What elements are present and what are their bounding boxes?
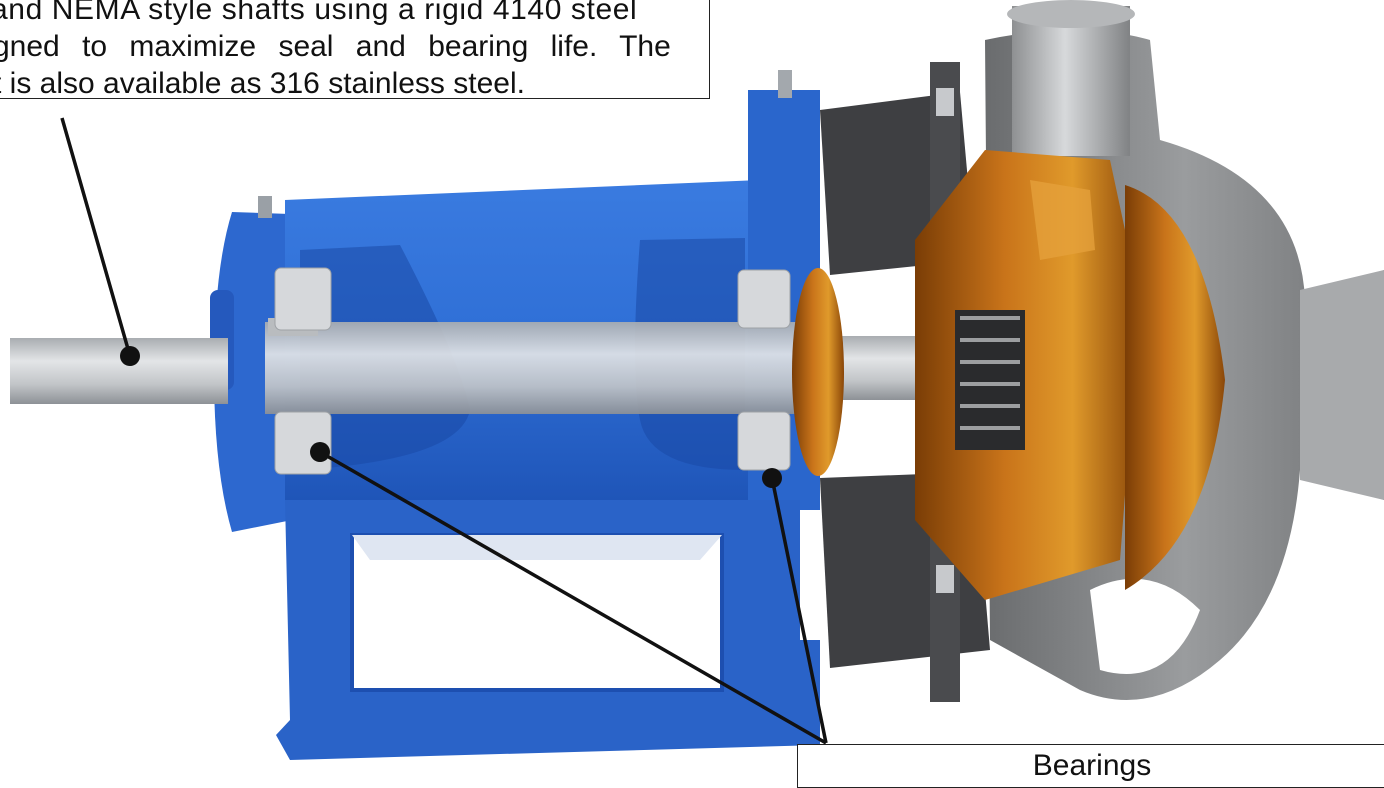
rear-flange bbox=[214, 212, 292, 532]
impeller-shroud bbox=[1125, 185, 1225, 590]
impeller bbox=[915, 150, 1225, 600]
bearing-leader-line-front bbox=[770, 477, 828, 744]
shaft-marker bbox=[120, 346, 140, 366]
grease-fitting-rear bbox=[258, 196, 272, 218]
bearing-front-lower bbox=[737, 411, 791, 471]
bearing-leader-line-rear bbox=[319, 450, 827, 745]
grease-fitting-front bbox=[778, 70, 792, 98]
foot-window bbox=[350, 533, 724, 692]
discharge-pipe bbox=[1012, 6, 1130, 156]
shaft-description-line-3: t is also available as 316 stainless ste… bbox=[0, 67, 525, 99]
shaft-drive-end bbox=[10, 338, 228, 404]
suction-inlet bbox=[1300, 270, 1384, 500]
shaft-description-line-2: gned to maximize seal and bearing life. … bbox=[0, 30, 671, 63]
shaft-description-callout: and NEMA style shafts using a rigid 4140… bbox=[0, 0, 710, 99]
bearings-label: Bearings bbox=[1032, 749, 1152, 782]
bearings-callout: Bearings bbox=[797, 744, 1384, 788]
shaft-leader-line bbox=[60, 117, 132, 357]
bearing-marker-front bbox=[762, 468, 782, 488]
bolt-upper bbox=[936, 88, 954, 116]
bolt-lower bbox=[936, 565, 954, 593]
shaft-description-line-1: and NEMA style shafts using a rigid 4140… bbox=[0, 0, 638, 26]
shaft-body bbox=[265, 322, 825, 414]
bearing-front-upper bbox=[737, 269, 791, 329]
bearing-marker-rear bbox=[310, 442, 330, 462]
seal-collar bbox=[792, 268, 844, 476]
leader-lines bbox=[60, 117, 828, 745]
bearing-rear-upper bbox=[274, 267, 332, 331]
